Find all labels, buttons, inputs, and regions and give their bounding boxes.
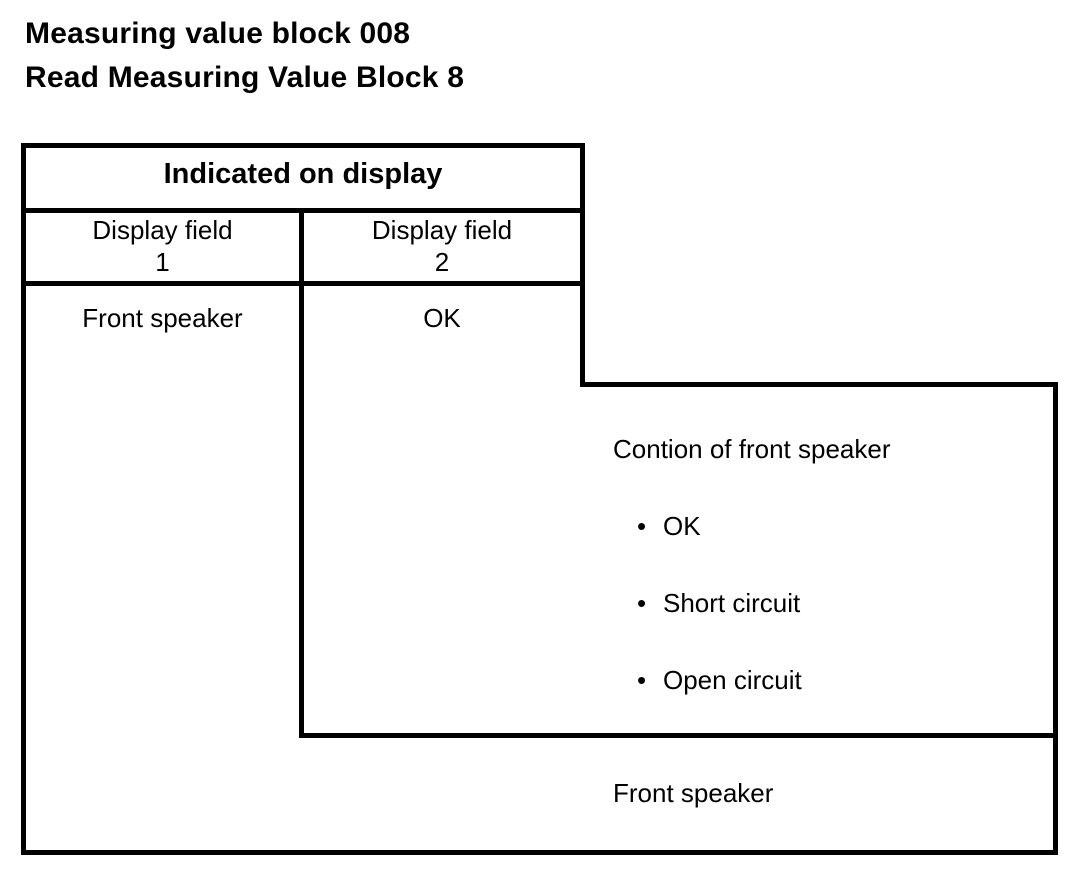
bullet-icon: • xyxy=(637,665,647,695)
list-item: • Short circuit xyxy=(637,587,802,664)
column-header-1: Display field 1 xyxy=(92,215,233,277)
title-line-2: Read Measuring Value Block 8 xyxy=(25,61,465,94)
table-border-right-upper xyxy=(580,143,585,387)
list-item-label: Open circuit xyxy=(663,665,802,695)
table-column-divider xyxy=(299,208,304,738)
callout-bullet-list: • OK • Short circuit • Open circuit xyxy=(637,510,802,741)
table-cell-field1: Front speaker xyxy=(82,303,243,333)
list-item: • Open circuit xyxy=(637,664,802,741)
column-header-2: Display field 2 xyxy=(371,215,513,277)
title-line-1: Measuring value block 008 xyxy=(25,17,411,50)
table-border-left xyxy=(21,143,26,855)
bullet-icon: • xyxy=(637,511,647,541)
figure-border-bottom xyxy=(21,850,1058,855)
footer-callout-label: Front speaker xyxy=(613,778,774,808)
bullet-icon: • xyxy=(637,588,647,618)
callout-border-top xyxy=(580,382,1058,387)
table-cell-field2: OK xyxy=(423,303,461,333)
table-border-top xyxy=(21,143,585,148)
callout-heading: Contion of front speaker xyxy=(613,434,891,464)
list-item-label: OK xyxy=(663,511,701,541)
figure-title: Measuring value block 008 Read Measuring… xyxy=(25,12,725,100)
list-item: • OK xyxy=(637,510,802,587)
callout-border-right xyxy=(1053,382,1058,855)
list-item-label: Short circuit xyxy=(663,588,801,618)
callout-border-bottom xyxy=(299,733,1058,738)
table-group-header: Indicated on display xyxy=(163,158,443,190)
